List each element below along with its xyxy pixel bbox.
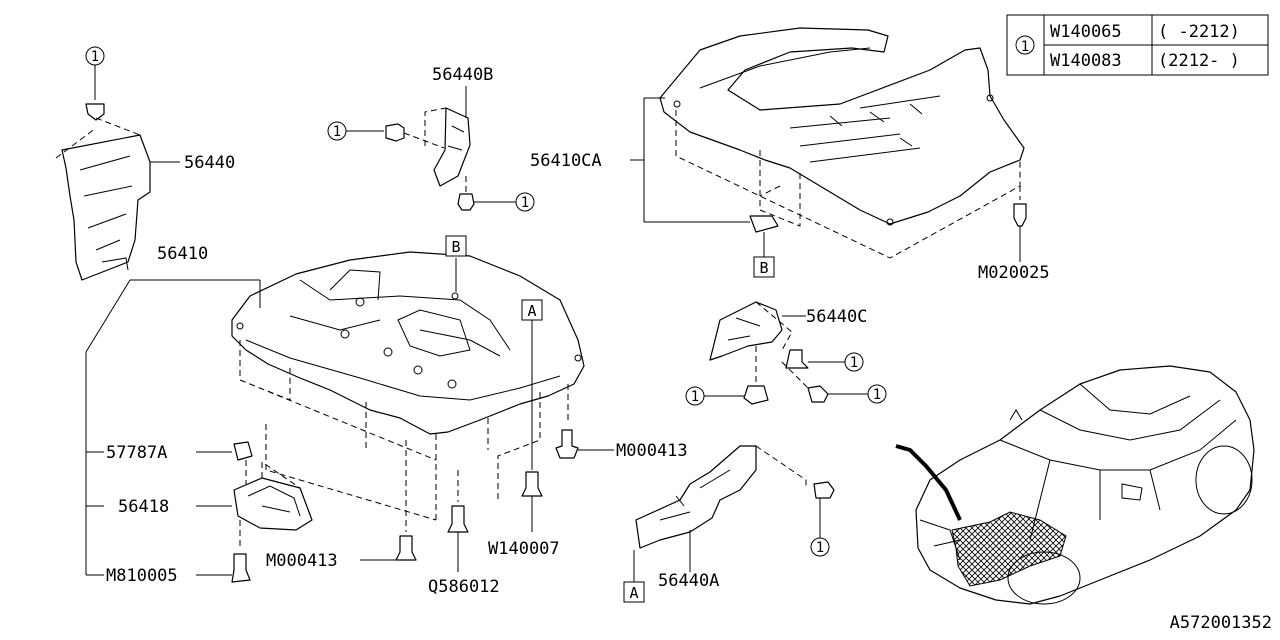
part-56418-label: 56418 bbox=[118, 497, 169, 517]
fastener-Q586012: Q586012 bbox=[428, 470, 500, 597]
fastener-M000413-right: M000413 bbox=[555, 429, 688, 461]
svg-text:1: 1 bbox=[691, 389, 699, 405]
part-56440C-label: 56440C bbox=[806, 307, 867, 327]
legend-range-2: (2212- ) bbox=[1158, 51, 1240, 71]
part-M000413-left-label: M000413 bbox=[266, 551, 338, 571]
part-56440A-label: 56440A bbox=[658, 571, 719, 591]
part-56440B-label: 56440B bbox=[432, 65, 493, 85]
part-56410-illustration: 56410 B A bbox=[85, 235, 585, 575]
part-56440C-illustration: 56440C 1 1 1 bbox=[685, 301, 887, 406]
part-56440-illustration: 1 56440 bbox=[55, 46, 235, 281]
svg-text:1: 1 bbox=[816, 540, 824, 556]
legend-table: 1 W140065 ( -2212) W140083 (2212- ) bbox=[1006, 14, 1269, 76]
part-56410CA-label: 56410CA bbox=[530, 151, 602, 171]
svg-text:1: 1 bbox=[521, 195, 529, 211]
diagram-id: A572001352 bbox=[1170, 613, 1272, 633]
part-56410-label: 56410 bbox=[157, 244, 208, 264]
legend-part-2: W140083 bbox=[1050, 51, 1122, 71]
legend-range-1: ( -2212) bbox=[1158, 22, 1240, 42]
part-56440-label: 56440 bbox=[184, 153, 235, 173]
part-57787A-label: 57787A bbox=[106, 443, 167, 463]
part-56410CA-illustration: 56410CA B M020025 bbox=[530, 27, 1050, 283]
svg-text:1: 1 bbox=[873, 387, 881, 403]
svg-text:1: 1 bbox=[91, 49, 99, 65]
part-56440A-illustration: 56440A A 1 bbox=[623, 445, 835, 603]
fastener-M000413-left: M000413 bbox=[266, 440, 417, 571]
svg-text:B: B bbox=[451, 238, 460, 256]
part-56440B-illustration: 56440B 1 1 bbox=[327, 65, 535, 212]
part-M810005-label: M810005 bbox=[106, 566, 178, 586]
part-Q586012-label: Q586012 bbox=[428, 577, 500, 597]
svg-text:A: A bbox=[629, 584, 638, 602]
vehicle-location-illustration bbox=[895, 365, 1255, 605]
part-W140007-label: W140007 bbox=[488, 539, 560, 559]
part-M020025-label: M020025 bbox=[978, 263, 1050, 283]
svg-text:B: B bbox=[759, 259, 768, 277]
part-56418-illustration: 57787A 56418 M810005 bbox=[86, 441, 313, 586]
svg-text:1: 1 bbox=[333, 124, 341, 140]
legend-part-1: W140065 bbox=[1050, 22, 1122, 42]
part-M000413-right-label: M000413 bbox=[616, 441, 688, 461]
fastener-W140007: W140007 bbox=[488, 471, 560, 559]
svg-text:1: 1 bbox=[850, 355, 858, 371]
legend-ref-number: 1 bbox=[1021, 39, 1029, 55]
svg-text:A: A bbox=[527, 302, 536, 320]
